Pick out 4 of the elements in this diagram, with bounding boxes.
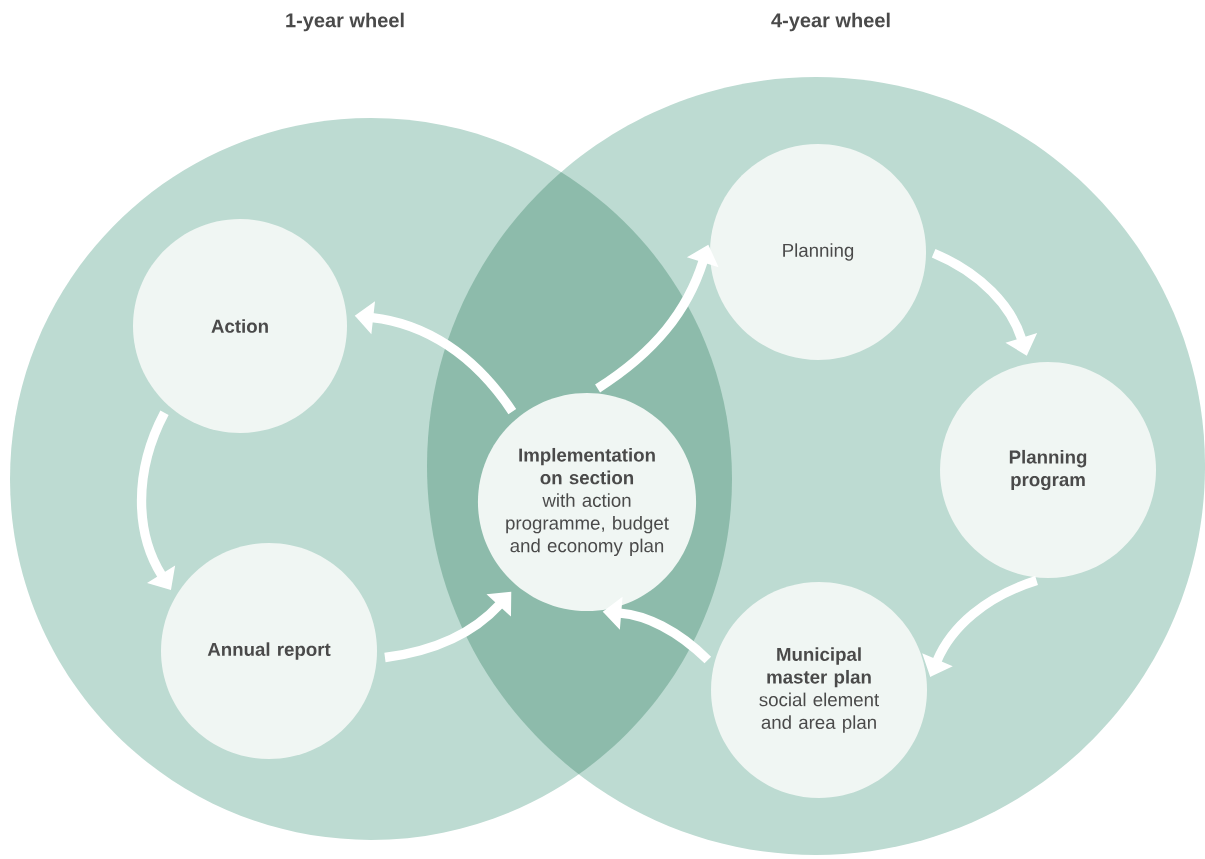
arrow (136, 410, 176, 590)
arrow (384, 591, 512, 663)
wheel-title: 4-year wheel (771, 12, 890, 32)
wheel-title: 1-year wheel (286, 12, 404, 32)
